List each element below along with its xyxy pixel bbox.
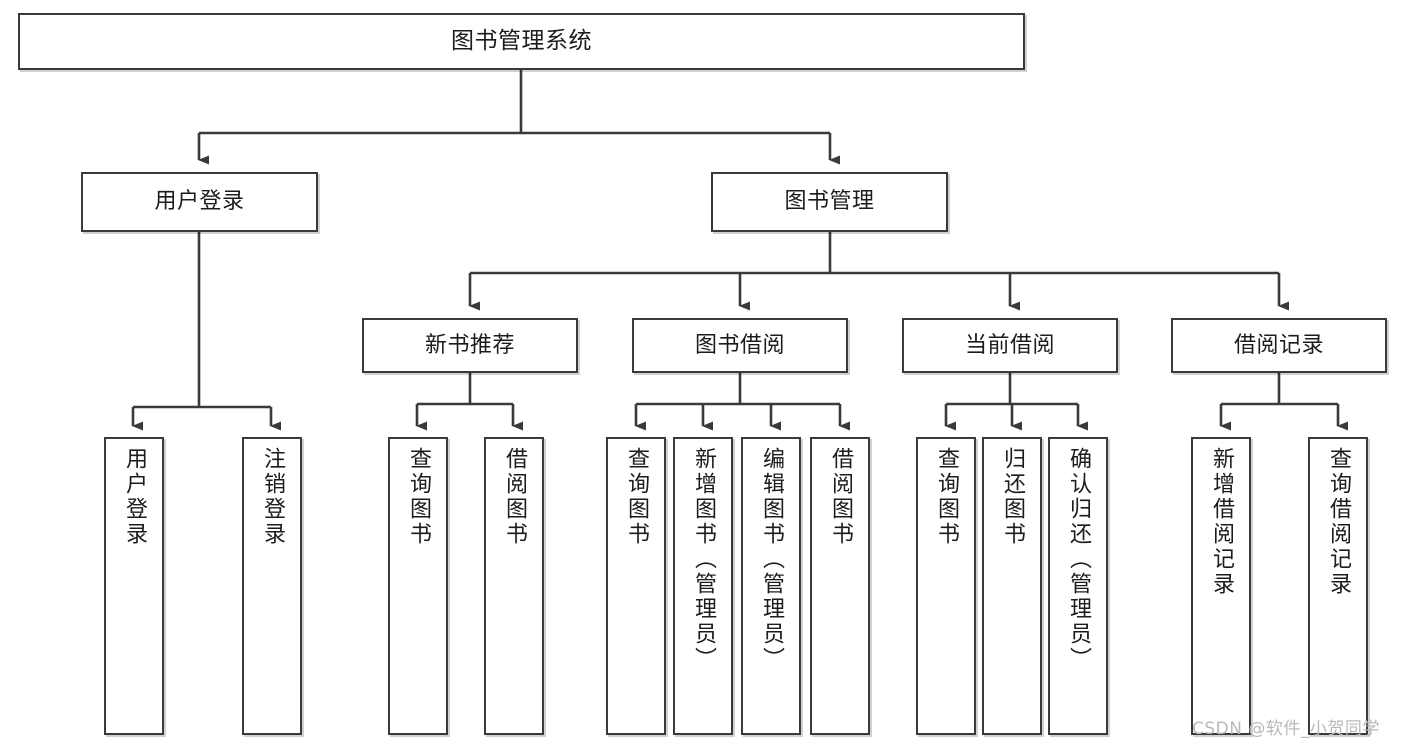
leaf-borrow-add-book-admin[interactable]: 新增图书（管理员） (673, 437, 733, 735)
node-user-login[interactable]: 用户登录 (81, 172, 318, 232)
node-label: 归还图书 (999, 447, 1025, 547)
csdn-watermark: CSDN @软件_小贺同学 (1192, 719, 1380, 739)
node-label: 借阅图书 (501, 447, 527, 547)
leaf-recommend-query-book[interactable]: 查询图书 (388, 437, 448, 735)
node-label: 用户登录 (154, 189, 245, 215)
node-label: 借阅图书 (827, 447, 853, 547)
node-label: 新增借阅记录 (1208, 447, 1234, 597)
node-new-book-recommend[interactable]: 新书推荐 (362, 318, 578, 373)
leaf-borrow-edit-book-admin[interactable]: 编辑图书（管理员） (741, 437, 801, 735)
node-borrow-record[interactable]: 借阅记录 (1171, 318, 1387, 373)
node-label: 图书借阅 (694, 332, 785, 358)
leaf-current-return-book[interactable]: 归还图书 (982, 437, 1042, 735)
node-label: 新增图书（管理员） (690, 447, 716, 672)
leaf-user-login-login[interactable]: 用户登录 (104, 437, 164, 735)
leaf-current-query-book[interactable]: 查询图书 (916, 437, 976, 735)
node-label: 新书推荐 (424, 332, 515, 358)
node-label: 查询图书 (623, 447, 649, 547)
node-book-management[interactable]: 图书管理 (711, 172, 948, 232)
node-label: 查询图书 (933, 447, 959, 547)
node-current-borrow[interactable]: 当前借阅 (902, 318, 1118, 373)
leaf-borrow-borrow-book[interactable]: 借阅图书 (810, 437, 870, 735)
node-label: 编辑图书（管理员） (758, 447, 784, 672)
node-label: 查询图书 (405, 447, 431, 547)
leaf-recommend-borrow-book[interactable]: 借阅图书 (484, 437, 544, 735)
node-label: 注销登录 (259, 447, 285, 547)
node-label: 借阅记录 (1233, 332, 1324, 358)
node-label: 图书管理 (784, 189, 875, 215)
node-label: 当前借阅 (964, 332, 1055, 358)
node-label: 用户登录 (121, 447, 147, 547)
leaf-borrow-query-book[interactable]: 查询图书 (606, 437, 666, 735)
leaf-record-query-record[interactable]: 查询借阅记录 (1308, 437, 1368, 735)
leaf-current-confirm-return-admin[interactable]: 确认归还（管理员） (1048, 437, 1108, 735)
node-book-borrow[interactable]: 图书借阅 (632, 318, 848, 373)
node-label: 图书管理系统 (451, 27, 592, 54)
node-label: 查询借阅记录 (1325, 447, 1351, 597)
node-root-system[interactable]: 图书管理系统 (18, 13, 1025, 70)
leaf-record-add-record[interactable]: 新增借阅记录 (1191, 437, 1251, 735)
node-label: 确认归还（管理员） (1065, 447, 1091, 672)
leaf-user-login-logout[interactable]: 注销登录 (242, 437, 302, 735)
